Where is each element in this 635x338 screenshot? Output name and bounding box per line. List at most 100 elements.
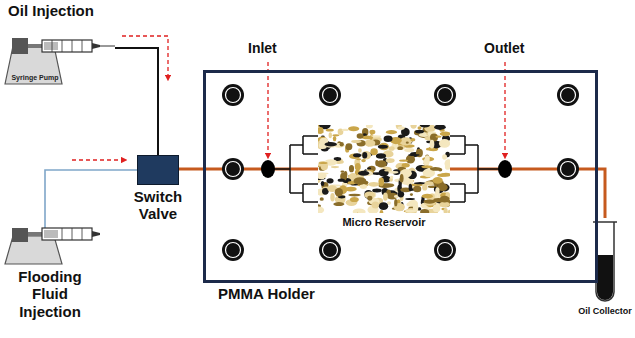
pore-grain <box>362 152 367 158</box>
pore-grain <box>353 210 358 213</box>
reservoir-label: Micro Reservoir <box>342 216 425 229</box>
pore-grain <box>335 188 343 196</box>
pore-grain <box>351 140 361 143</box>
pore-grain <box>430 140 435 149</box>
pore-grain <box>405 198 415 200</box>
pore-grain <box>413 186 421 192</box>
pore-grain <box>364 139 375 146</box>
pore-grain <box>325 142 337 147</box>
tubing-line <box>179 168 318 171</box>
pore-grain <box>410 193 413 196</box>
bolt-hole <box>434 84 456 106</box>
pore-grain <box>422 194 433 199</box>
outlet-port <box>498 160 512 178</box>
pore-grain <box>442 154 447 160</box>
pore-grain <box>410 138 415 141</box>
collector-label: Oil Collector <box>578 306 632 316</box>
bolt-hole-ring <box>438 243 453 258</box>
pore-grain <box>420 209 429 213</box>
pore-grain <box>361 159 366 162</box>
pore-grain <box>394 199 397 206</box>
pore-grain <box>318 172 329 174</box>
valve-label: Switch Valve <box>122 188 194 223</box>
bolt-hole-ring <box>323 243 338 258</box>
pore-grain <box>405 209 416 212</box>
pore-grain <box>400 174 404 182</box>
pore-grain <box>372 189 381 193</box>
pore-grain <box>319 162 328 164</box>
syringe-pump <box>5 38 115 84</box>
syringe-pump <box>5 228 100 264</box>
bolt-hole <box>319 239 341 261</box>
leader-arrow <box>504 62 505 158</box>
pore-grain <box>380 210 384 213</box>
pore-grain <box>440 132 450 137</box>
pore-grain <box>404 148 414 152</box>
bolt-hole-ring <box>226 243 241 258</box>
bolt-hole <box>557 84 579 106</box>
pore-grain <box>406 202 412 206</box>
pump-node: Flooding Fluid Injection <box>5 228 115 332</box>
pore-grain <box>357 133 364 138</box>
pore-grain <box>399 159 408 161</box>
pore-grain <box>437 174 446 177</box>
port-label: Inlet <box>248 40 277 56</box>
bolt-hole-ring <box>561 88 576 103</box>
collector-node: Oil Collector <box>578 218 632 320</box>
pore-grain <box>440 196 450 203</box>
pore-grain <box>330 193 334 201</box>
pore-grain <box>444 208 448 213</box>
pore-grain <box>409 184 413 191</box>
pore-grain <box>388 146 394 151</box>
reservoir-chip: Micro Reservoir <box>318 125 450 213</box>
pore-grain <box>349 165 354 172</box>
pump-node: Oil InjectionSyringe Pump <box>5 2 115 90</box>
bolt-hole-ring <box>323 88 338 103</box>
pore-grain <box>353 209 366 213</box>
pore-grain <box>332 134 339 136</box>
pore-grain <box>423 199 435 203</box>
pore-grain <box>415 130 424 134</box>
pore-grain <box>318 207 324 213</box>
manifold <box>268 136 505 202</box>
flow-arrow <box>122 36 168 80</box>
bolt-hole <box>222 84 244 106</box>
pore-grain <box>383 183 394 187</box>
pore-grain <box>340 142 344 146</box>
bolt-hole-ring <box>561 243 576 258</box>
pore-grain <box>434 125 446 130</box>
pore-grain <box>369 130 375 135</box>
pore-grain <box>329 132 332 138</box>
pore-grain <box>318 127 324 134</box>
pore-grain <box>331 166 339 168</box>
bolt-hole-ring <box>561 162 576 177</box>
pore-grain <box>448 210 450 213</box>
pore-grain <box>370 148 377 155</box>
pore-grain <box>386 158 395 163</box>
flow-arrow <box>72 159 126 160</box>
pore-grain <box>433 177 443 184</box>
pore-grain <box>383 192 388 200</box>
pore-grain <box>384 136 393 142</box>
tubing-line <box>115 48 158 155</box>
bolt-hole-ring <box>226 162 241 177</box>
pump-heading: Flooding Fluid Injection <box>5 268 95 320</box>
pore-grain <box>439 202 450 208</box>
pore-grain <box>354 177 367 185</box>
valve-box: Switch Valve <box>137 155 179 185</box>
pore-grain <box>422 184 427 191</box>
pore-grain <box>358 148 362 153</box>
inlet-port <box>261 160 275 178</box>
reservoir-ground <box>318 125 450 213</box>
bolt-hole <box>222 239 244 261</box>
pore-grain <box>368 182 379 187</box>
pore-grain <box>430 167 441 171</box>
pore-grain <box>367 196 372 201</box>
pore-grain <box>433 204 441 212</box>
pore-grain <box>367 167 371 169</box>
pump-label: Syringe Pump <box>9 74 61 82</box>
pore-grain <box>388 171 398 174</box>
